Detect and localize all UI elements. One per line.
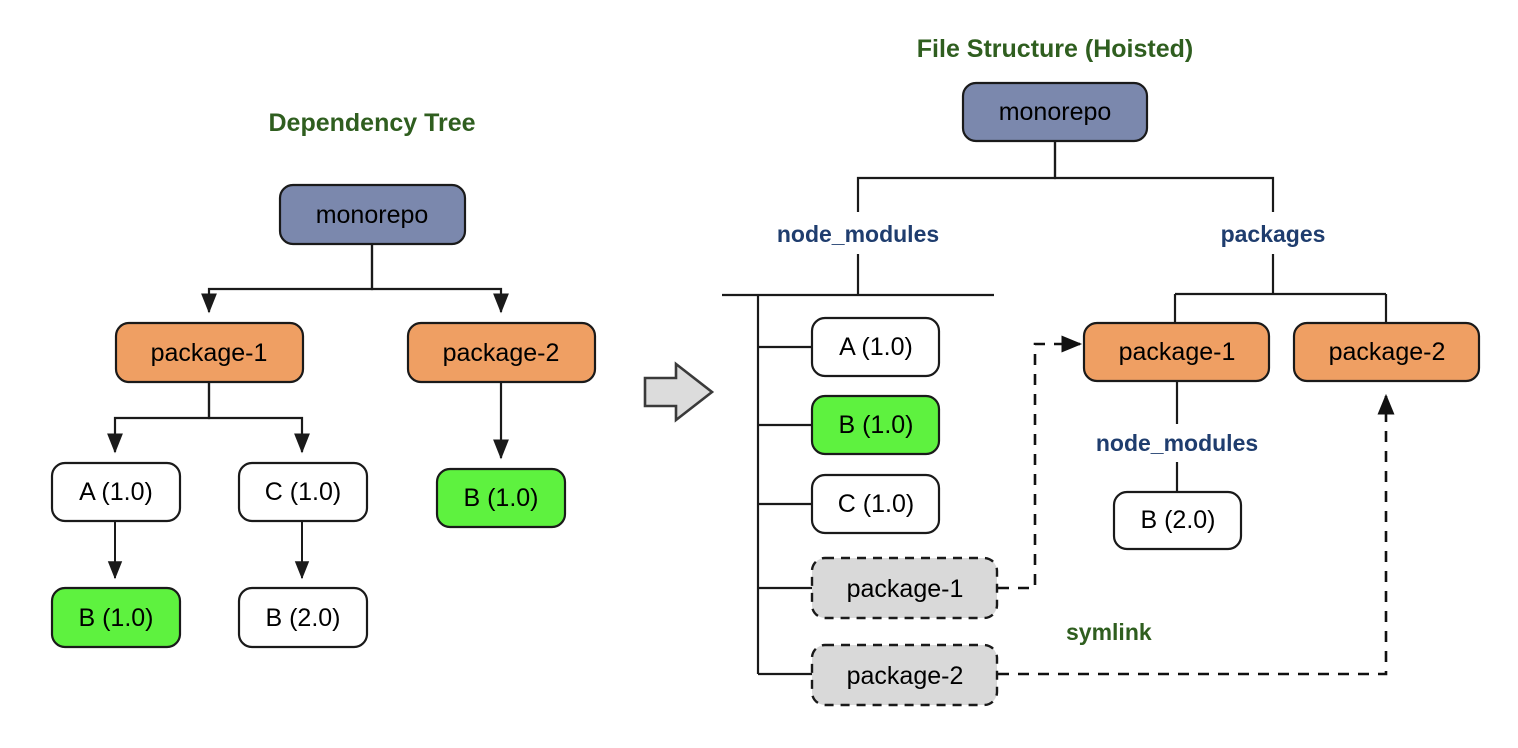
- edge-monorepo-package1: [201, 244, 374, 314]
- right-panel-title: File Structure (Hoisted): [917, 35, 1193, 63]
- node-dt-monorepo[interactable]: monorepo: [278, 183, 467, 246]
- node-fs-b-1-0[interactable]: B (1.0): [810, 394, 941, 456]
- node-fs-b-2-0[interactable]: B (2.0): [1112, 490, 1243, 551]
- edge-monorepo-package2: [370, 244, 509, 314]
- node-fs-package-1[interactable]: package-1: [1082, 321, 1271, 383]
- edge-package1-a10: [107, 382, 211, 454]
- node-dt-b-1-0-under-a[interactable]: B (1.0): [50, 586, 182, 649]
- symlink-edge-package2: [998, 393, 1395, 676]
- node-label: package-1: [847, 575, 964, 603]
- right-arrow-icon: [643, 361, 715, 423]
- node-label: C (1.0): [265, 478, 341, 506]
- node-label: package-2: [443, 339, 560, 367]
- folder-label-packages: packages: [1221, 221, 1326, 247]
- node-label: B (1.0): [463, 484, 538, 512]
- left-panel-title: Dependency Tree: [268, 109, 475, 137]
- node-label: package-1: [151, 339, 268, 367]
- node-dt-b-2-0-under-c[interactable]: B (2.0): [237, 586, 369, 649]
- node-fs-symlink-package-1[interactable]: package-1: [810, 556, 999, 620]
- node-label: monorepo: [999, 98, 1112, 126]
- node-dt-package-2[interactable]: package-2: [406, 321, 597, 384]
- node-fs-symlink-package-2[interactable]: package-2: [810, 643, 999, 707]
- node-label: C (1.0): [838, 490, 914, 518]
- node-label: B (2.0): [265, 604, 340, 632]
- node-dt-a-1-0[interactable]: A (1.0): [50, 461, 182, 523]
- node-label: package-1: [1119, 338, 1236, 366]
- folder-label-node-modules-nested: node_modules: [1096, 430, 1258, 456]
- node-label: A (1.0): [79, 478, 153, 506]
- node-fs-c-1-0[interactable]: C (1.0): [810, 473, 941, 535]
- node-fs-a-1-0[interactable]: A (1.0): [810, 316, 941, 378]
- edge-package1-c10: [207, 382, 310, 454]
- node-label: package-2: [847, 662, 964, 690]
- node-dt-c-1-0[interactable]: C (1.0): [237, 461, 369, 523]
- node-label: B (2.0): [1140, 506, 1215, 534]
- node-dt-b-1-0-under-package-2[interactable]: B (1.0): [435, 467, 567, 529]
- node-label: monorepo: [316, 201, 429, 229]
- node-label: B (1.0): [78, 604, 153, 632]
- edge-fsroot-packages: [1053, 140, 1275, 212]
- node-fs-monorepo[interactable]: monorepo: [961, 81, 1149, 143]
- node-label: package-2: [1329, 338, 1446, 366]
- symlink-label: symlink: [1066, 619, 1152, 645]
- symlink-edge-package1: [998, 335, 1083, 590]
- node-dt-package-1[interactable]: package-1: [114, 321, 305, 384]
- node-label: A (1.0): [839, 333, 913, 361]
- folder-label-node-modules-root: node_modules: [777, 221, 939, 247]
- edge-fsroot-node-modules: [856, 140, 1057, 212]
- node-fs-package-2[interactable]: package-2: [1292, 321, 1481, 383]
- node-label: B (1.0): [838, 411, 913, 439]
